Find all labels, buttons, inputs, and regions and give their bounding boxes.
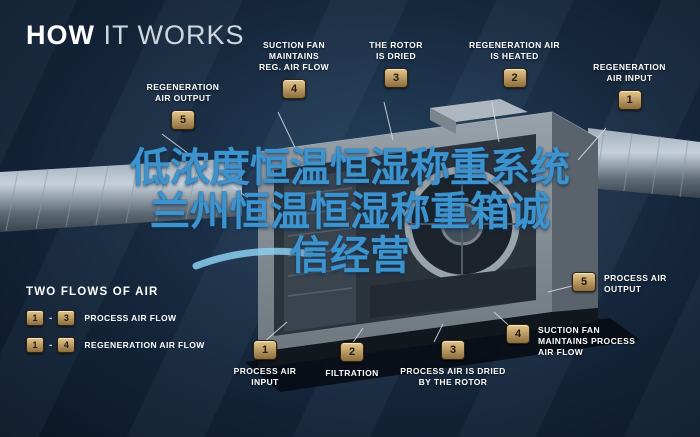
left-duct-graphic — [0, 158, 242, 232]
callout-process-air-input: PROCESS AIR INPUT 1 — [224, 340, 306, 388]
callout-label: THE ROTOR IS DRIED — [369, 40, 423, 62]
callout-badge-3: 3 — [384, 68, 408, 89]
callout-label: SUCTION FAN MAINTAINS REG. AIR FLOW — [258, 40, 330, 73]
right-duct-graphic — [588, 128, 700, 198]
callout-regeneration-air-input: REGENERATION AIR INPUT 1 — [572, 62, 687, 111]
watermark-text: 低浓度恒温恒湿称重系统 兰州恒温恒湿称重箱诚 信经营 — [0, 146, 700, 278]
legend-badge-start: 1 — [26, 310, 44, 326]
callout-label: PROCESS AIR INPUT — [233, 366, 297, 388]
callout-badge-1: 1 — [253, 340, 277, 360]
callout-badge-3: 3 — [441, 340, 465, 360]
watermark-line-2: 兰州恒温恒湿称重箱诚 — [150, 189, 550, 235]
leader-lines — [161, 101, 607, 345]
callout-suction-fan-process-air: 4 SUCTION FAN MAINTAINS PROCESS AIR FLOW — [506, 324, 656, 358]
watermark-line-3: 信经营 — [290, 233, 410, 279]
legend-regeneration-air-flow: 1 - 4 REGENERATION AIR FLOW — [26, 337, 205, 353]
legend-badge-end: 4 — [57, 337, 76, 353]
callout-badge-2: 2 — [340, 342, 364, 362]
legend-label: REGENERATION AIR FLOW — [84, 340, 205, 350]
title-how: HOW — [26, 20, 95, 50]
legend-badge-start: 1 — [26, 337, 44, 353]
legend-badge-end: 3 — [57, 310, 76, 326]
callout-badge-4: 4 — [282, 79, 306, 100]
callout-badge-5: 5 — [171, 110, 195, 131]
callout-label: PROCESS AIR IS DRIED BY THE ROTOR — [400, 366, 506, 388]
callout-process-air-dried: PROCESS AIR IS DRIED BY THE ROTOR 3 — [392, 340, 514, 388]
watermark-line-1: 低浓度恒温恒湿称重系统 — [130, 145, 570, 191]
air-flows-legend: TWO FLOWS OF AIR 1 - 3 PROCESS AIR FLOW … — [26, 286, 205, 364]
callout-regeneration-air-output: REGENERATION AIR OUTPUT 5 — [118, 82, 248, 131]
callout-label: REGENERATION AIR IS HEATED — [469, 40, 560, 62]
legend-dash: - — [49, 312, 53, 324]
callout-label: REGENERATION AIR OUTPUT — [146, 82, 220, 104]
callout-label: REGENERATION AIR INPUT — [593, 62, 666, 84]
callout-badge-2: 2 — [502, 68, 527, 89]
callout-regeneration-air-heated: REGENERATION AIR IS HEATED 2 — [452, 40, 577, 89]
callout-badge-5: 5 — [572, 272, 596, 292]
title-it-works: IT WORKS — [94, 20, 245, 50]
callout-badge-4: 4 — [506, 324, 530, 344]
legend-dash: - — [49, 339, 53, 351]
legend-label: PROCESS AIR FLOW — [84, 313, 177, 323]
callout-label: SUCTION FAN MAINTAINS PROCESS AIR FLOW — [538, 325, 636, 358]
callout-suction-fan-reg-air: SUCTION FAN MAINTAINS REG. AIR FLOW 4 — [238, 40, 350, 100]
legend-title: TWO FLOWS OF AIR — [26, 286, 159, 298]
page-title: HOW IT WORKS — [26, 20, 245, 51]
callout-label: PROCESS AIR OUTPUT — [604, 273, 667, 295]
callout-label: FILTRATION — [325, 368, 379, 378]
callout-filtration: FILTRATION 2 — [312, 342, 392, 379]
callout-process-air-output: 5 PROCESS AIR OUTPUT — [572, 272, 684, 295]
callout-rotor-is-dried: THE ROTOR IS DRIED 3 — [346, 40, 446, 89]
watermark-swoosh — [192, 247, 314, 270]
legend-process-air-flow: 1 - 3 PROCESS AIR FLOW — [26, 310, 205, 326]
callout-badge-1: 1 — [617, 90, 642, 111]
